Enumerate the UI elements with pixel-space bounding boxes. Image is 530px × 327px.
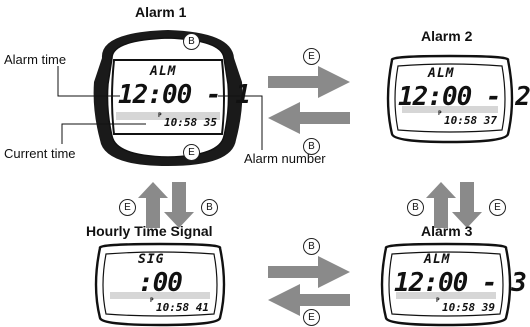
e-button-marker: E (303, 48, 320, 65)
arrow-up-left (138, 182, 168, 228)
hourly-mode-indicator: SIG (138, 252, 165, 267)
arrow-up-right (426, 182, 456, 228)
diagram-graphics (57, 30, 514, 327)
mode-sequence-diagram: Alarm 1 Alarm 2 Hourly Time Signal Alarm… (4, 4, 530, 327)
callout-lines (57, 66, 263, 150)
hourly-pm-indicator: P (150, 297, 154, 304)
arrow-left-bottom (268, 284, 350, 316)
arrow-left-top (268, 102, 350, 134)
alarm2-watch-case (386, 54, 514, 144)
alarm2-alarm-time: 12:00 - 2 (398, 82, 530, 112)
arrow-right-top (268, 66, 350, 98)
alarm1-current-time: 10:58 35 (164, 116, 217, 129)
e-button-marker: E (489, 199, 506, 216)
e-button-marker: E (303, 309, 320, 326)
alarm3-pm-indicator: P (436, 297, 440, 304)
alarm-number-label: Alarm number (244, 151, 326, 166)
hourly-watch-case (94, 242, 226, 327)
alarm1-pm-indicator: P (158, 112, 162, 119)
hourly-signal-display: :00 (138, 268, 183, 298)
current-time-leader (61, 123, 146, 144)
alarm1-mode-indicator: ALM (150, 64, 177, 79)
b-button-marker: B (407, 199, 424, 216)
hourly-title: Hourly Time Signal (86, 223, 213, 239)
alarm3-current-time: 10:58 39 (442, 301, 495, 314)
e-button-marker: E (183, 144, 200, 161)
alarm1-alarm-time: 12:00 - 1 (118, 80, 251, 110)
alarm2-title: Alarm 2 (421, 28, 473, 44)
alarm-number-leader (218, 95, 263, 150)
b-button-marker: B (303, 238, 320, 255)
b-button-marker: B (303, 138, 320, 155)
alarm2-mode-indicator: ALM (428, 66, 455, 81)
alarm1-title: Alarm 1 (135, 4, 187, 20)
e-button-marker: E (119, 199, 136, 216)
alarm2-pm-indicator: P (438, 110, 442, 117)
alarm3-title: Alarm 3 (421, 223, 473, 239)
alarm-time-label: Alarm time (4, 52, 67, 67)
arrow-down-left (164, 182, 194, 228)
arrow-right-bottom (268, 256, 350, 288)
hourly-current-time: 10:58 41 (156, 301, 209, 314)
alarm3-mode-indicator: ALM (424, 252, 451, 267)
alarm3-watch-case (380, 242, 512, 327)
alarm-time-leader (57, 66, 120, 97)
arrow-down-right (452, 182, 482, 228)
alarm1-watch-case (93, 30, 243, 166)
current-time-label: Current time (4, 146, 76, 161)
b-button-marker: B (201, 199, 218, 216)
alarm2-current-time: 10:58 37 (444, 114, 497, 127)
b-button-marker: B (183, 33, 200, 50)
alarm3-alarm-time: 12:00 - 3 (394, 268, 527, 298)
